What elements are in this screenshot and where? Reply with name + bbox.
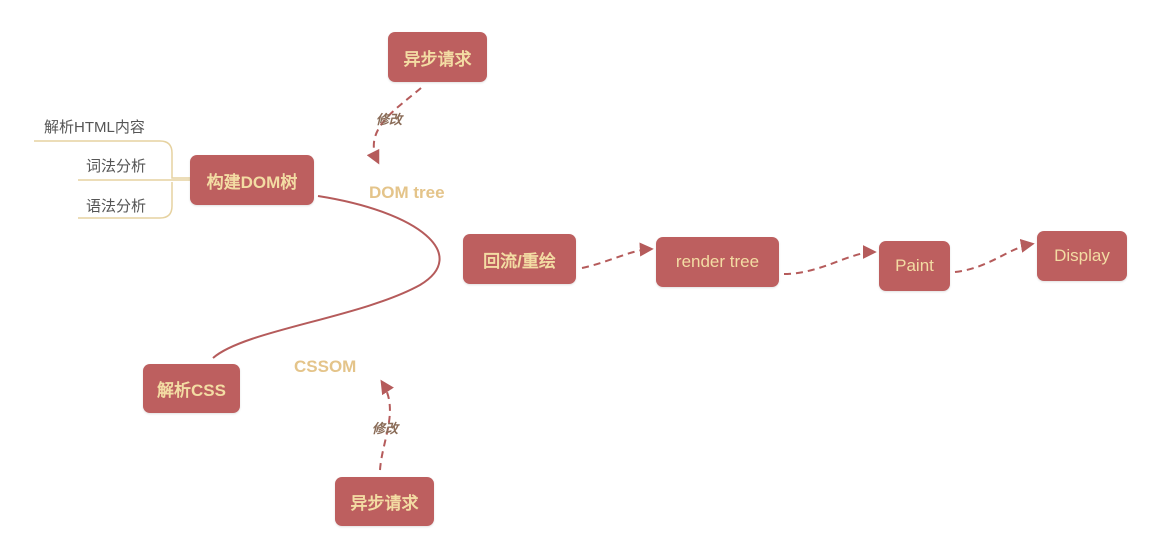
node-async-request-top[interactable]: 异步请求 [388,32,487,82]
arrow-render-to-paint [783,245,877,275]
node-async-request-bottom[interactable]: 异步请求 [335,477,434,526]
node-render-tree[interactable]: render tree [656,237,779,287]
branch-line-parse-html [34,140,190,179]
node-parse-css[interactable]: 解析CSS [143,364,240,413]
arrow-reflow-to-render [581,242,654,269]
merge-curve [212,195,441,359]
node-build-dom-tree[interactable]: 构建DOM树 [190,155,314,205]
arrow-async-to-dom [366,87,422,165]
label-cssom: CSSOM [294,357,357,376]
node-reflow-repaint[interactable]: 回流/重绘 [463,234,576,284]
branch-syntax-analysis: 语法分析 [86,198,147,215]
arrow-paint-to-display [954,238,1035,273]
branch-parse-html: 解析HTML内容 [44,119,145,136]
node-paint[interactable]: Paint [879,241,950,291]
label-dom-tree: DOM tree [369,183,445,202]
edge-label-modify-top: 修改 [376,112,403,127]
node-display[interactable]: Display [1037,231,1127,281]
branch-lexical-analysis: 词法分析 [86,158,147,175]
edge-label-modify-bottom: 修改 [372,421,399,436]
branch-line-syntax [78,182,173,219]
